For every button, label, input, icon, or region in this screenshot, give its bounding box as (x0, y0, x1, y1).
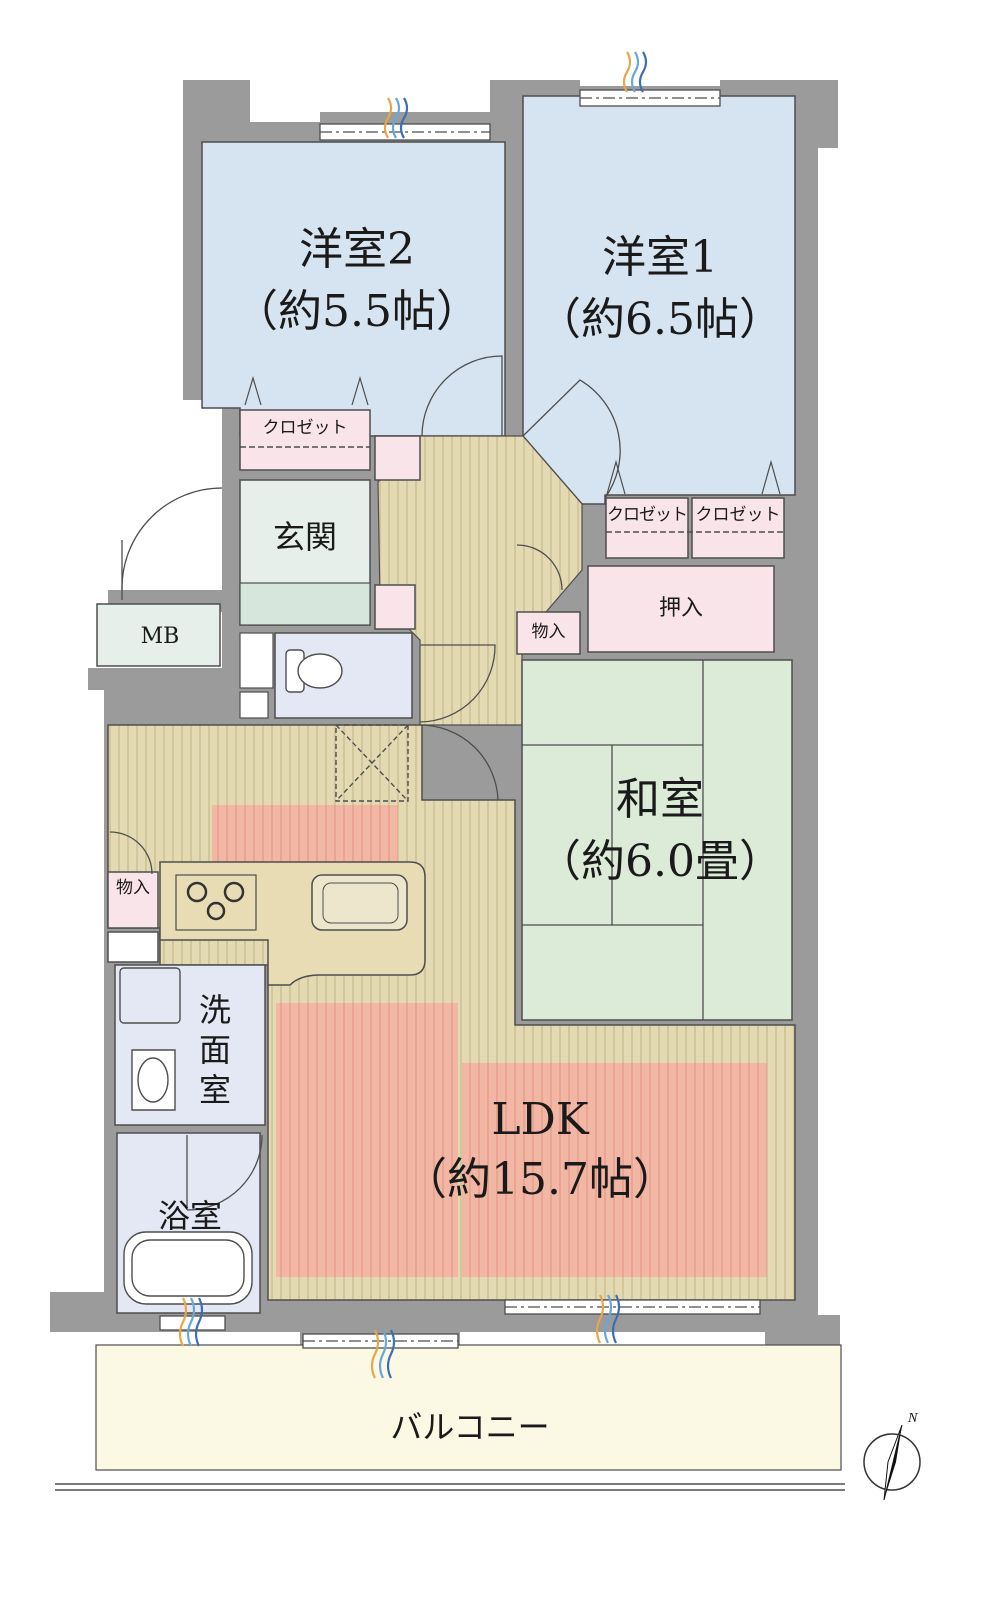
closet-western1-b (691, 497, 785, 559)
ldk-name: LDK (491, 1094, 589, 1145)
western2-name: 洋室2 (299, 224, 415, 275)
oshiire-box (587, 565, 775, 653)
toilet-shelf (239, 691, 269, 719)
living-rug-left (276, 1003, 458, 1277)
western1-size: （約6.5帖） (537, 294, 783, 345)
kitchen-shelf (107, 931, 159, 963)
ventilation-marks (178, 51, 648, 1379)
windows (159, 89, 761, 1349)
japanese-room (521, 659, 793, 1021)
compass: N (863, 1411, 921, 1501)
washroom-label: 洗面室 (198, 991, 231, 1109)
western1-name: 洋室1 (602, 232, 718, 283)
closet-western1-a (605, 497, 689, 559)
kitchen-storage-box (107, 871, 159, 929)
hall-lintel (374, 584, 416, 630)
hall-storage-label: 物入 (531, 622, 566, 642)
kitchen-rug (212, 805, 398, 865)
closets (107, 409, 785, 963)
kitchen-storage-label: 物入 (116, 878, 150, 898)
entrance-label: 玄関 (272, 518, 337, 556)
western2-size: （約5.5帖） (234, 286, 480, 337)
entrance-step (239, 582, 371, 626)
rugs (212, 805, 767, 1277)
closet-western1-a-label: クロゼット (607, 505, 688, 525)
closet-markers (244, 375, 781, 495)
washitsu-name: 和室 (616, 774, 704, 825)
closet-western1-b-label: クロゼット (695, 505, 781, 525)
hall-storage-box (516, 611, 581, 655)
closet-western2 (239, 409, 371, 471)
balcony-floor (95, 1344, 842, 1471)
toilet-closet (239, 632, 274, 689)
fixtures (119, 649, 409, 1305)
door-swings (109, 355, 621, 1211)
ldk-size: （約15.7帖） (403, 1154, 677, 1205)
tatami-mats (522, 660, 704, 1020)
entry-lintel (374, 435, 421, 481)
living-rug-right (462, 1063, 767, 1277)
washitsu-size: （約6.0畳） (537, 836, 783, 887)
mb-label: MB (140, 624, 180, 649)
sink (311, 874, 408, 931)
compass-north-label: N (907, 1411, 918, 1426)
kitchen-counter (159, 861, 426, 986)
mb-box (96, 603, 221, 667)
bathroom-label: 浴室 (157, 1197, 222, 1235)
closet-western2-label: クロゼット (262, 418, 348, 438)
balcony-label: バルコニー (390, 1408, 550, 1446)
oshiire-label: 押入 (658, 596, 703, 621)
